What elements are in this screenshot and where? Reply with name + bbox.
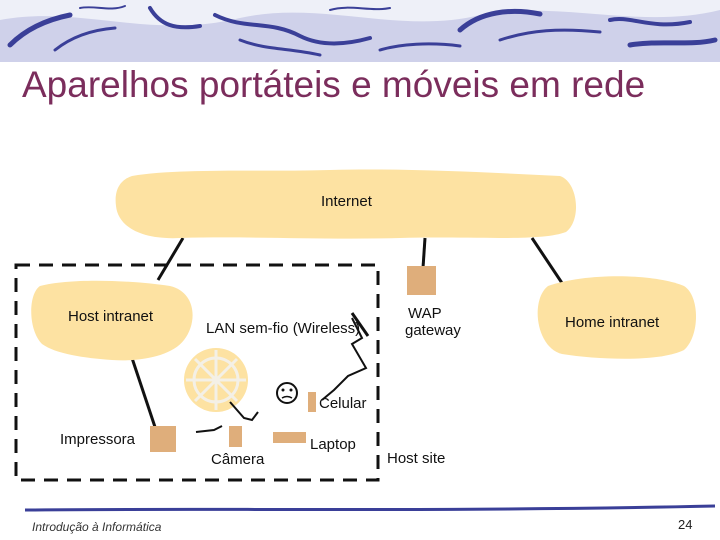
host-site-boundary (14, 263, 380, 482)
slide-title: Aparelhos portáteis e móveis em rede (22, 64, 646, 105)
home-intranet-label: Home intranet (565, 314, 660, 331)
network-links (130, 237, 564, 431)
lightning-link-icon (195, 317, 368, 433)
wap-label-line2: gateway (405, 322, 461, 339)
footer-rule (24, 504, 716, 512)
host-intranet-label: Host intranet (68, 308, 154, 325)
link-internet-wap (421, 237, 427, 269)
host-site-label: Host site (387, 450, 446, 467)
link-internet-host (156, 237, 185, 281)
header-banner (0, 0, 720, 62)
wap-gateway-device (407, 266, 436, 295)
impressora-label: Impressora (60, 431, 136, 448)
page-number: 24 (678, 517, 693, 532)
camera-device (229, 426, 242, 447)
footer-course-name: Introdução à Informática (32, 520, 162, 534)
link-internet-home (530, 237, 564, 284)
celular-label: Celular (319, 395, 367, 412)
home-intranet-cloud (537, 276, 696, 359)
laptop-device (273, 432, 306, 443)
host-intranet-cloud (31, 280, 193, 361)
smiley-face-icon (276, 382, 298, 404)
wireless-antenna-icon (184, 348, 248, 412)
camera-label: Câmera (211, 451, 265, 468)
phone-device (308, 392, 316, 412)
wap-label-line1: WAP (408, 305, 442, 322)
internet-label: Internet (321, 193, 372, 210)
lan-wireless-label: LAN sem-fio (Wireless) (206, 320, 361, 337)
internet-cloud (115, 169, 577, 239)
laptop-label: Laptop (310, 436, 356, 453)
printer-device (150, 426, 176, 452)
link-host-printer (130, 357, 158, 431)
link-wap-lan (350, 312, 370, 337)
